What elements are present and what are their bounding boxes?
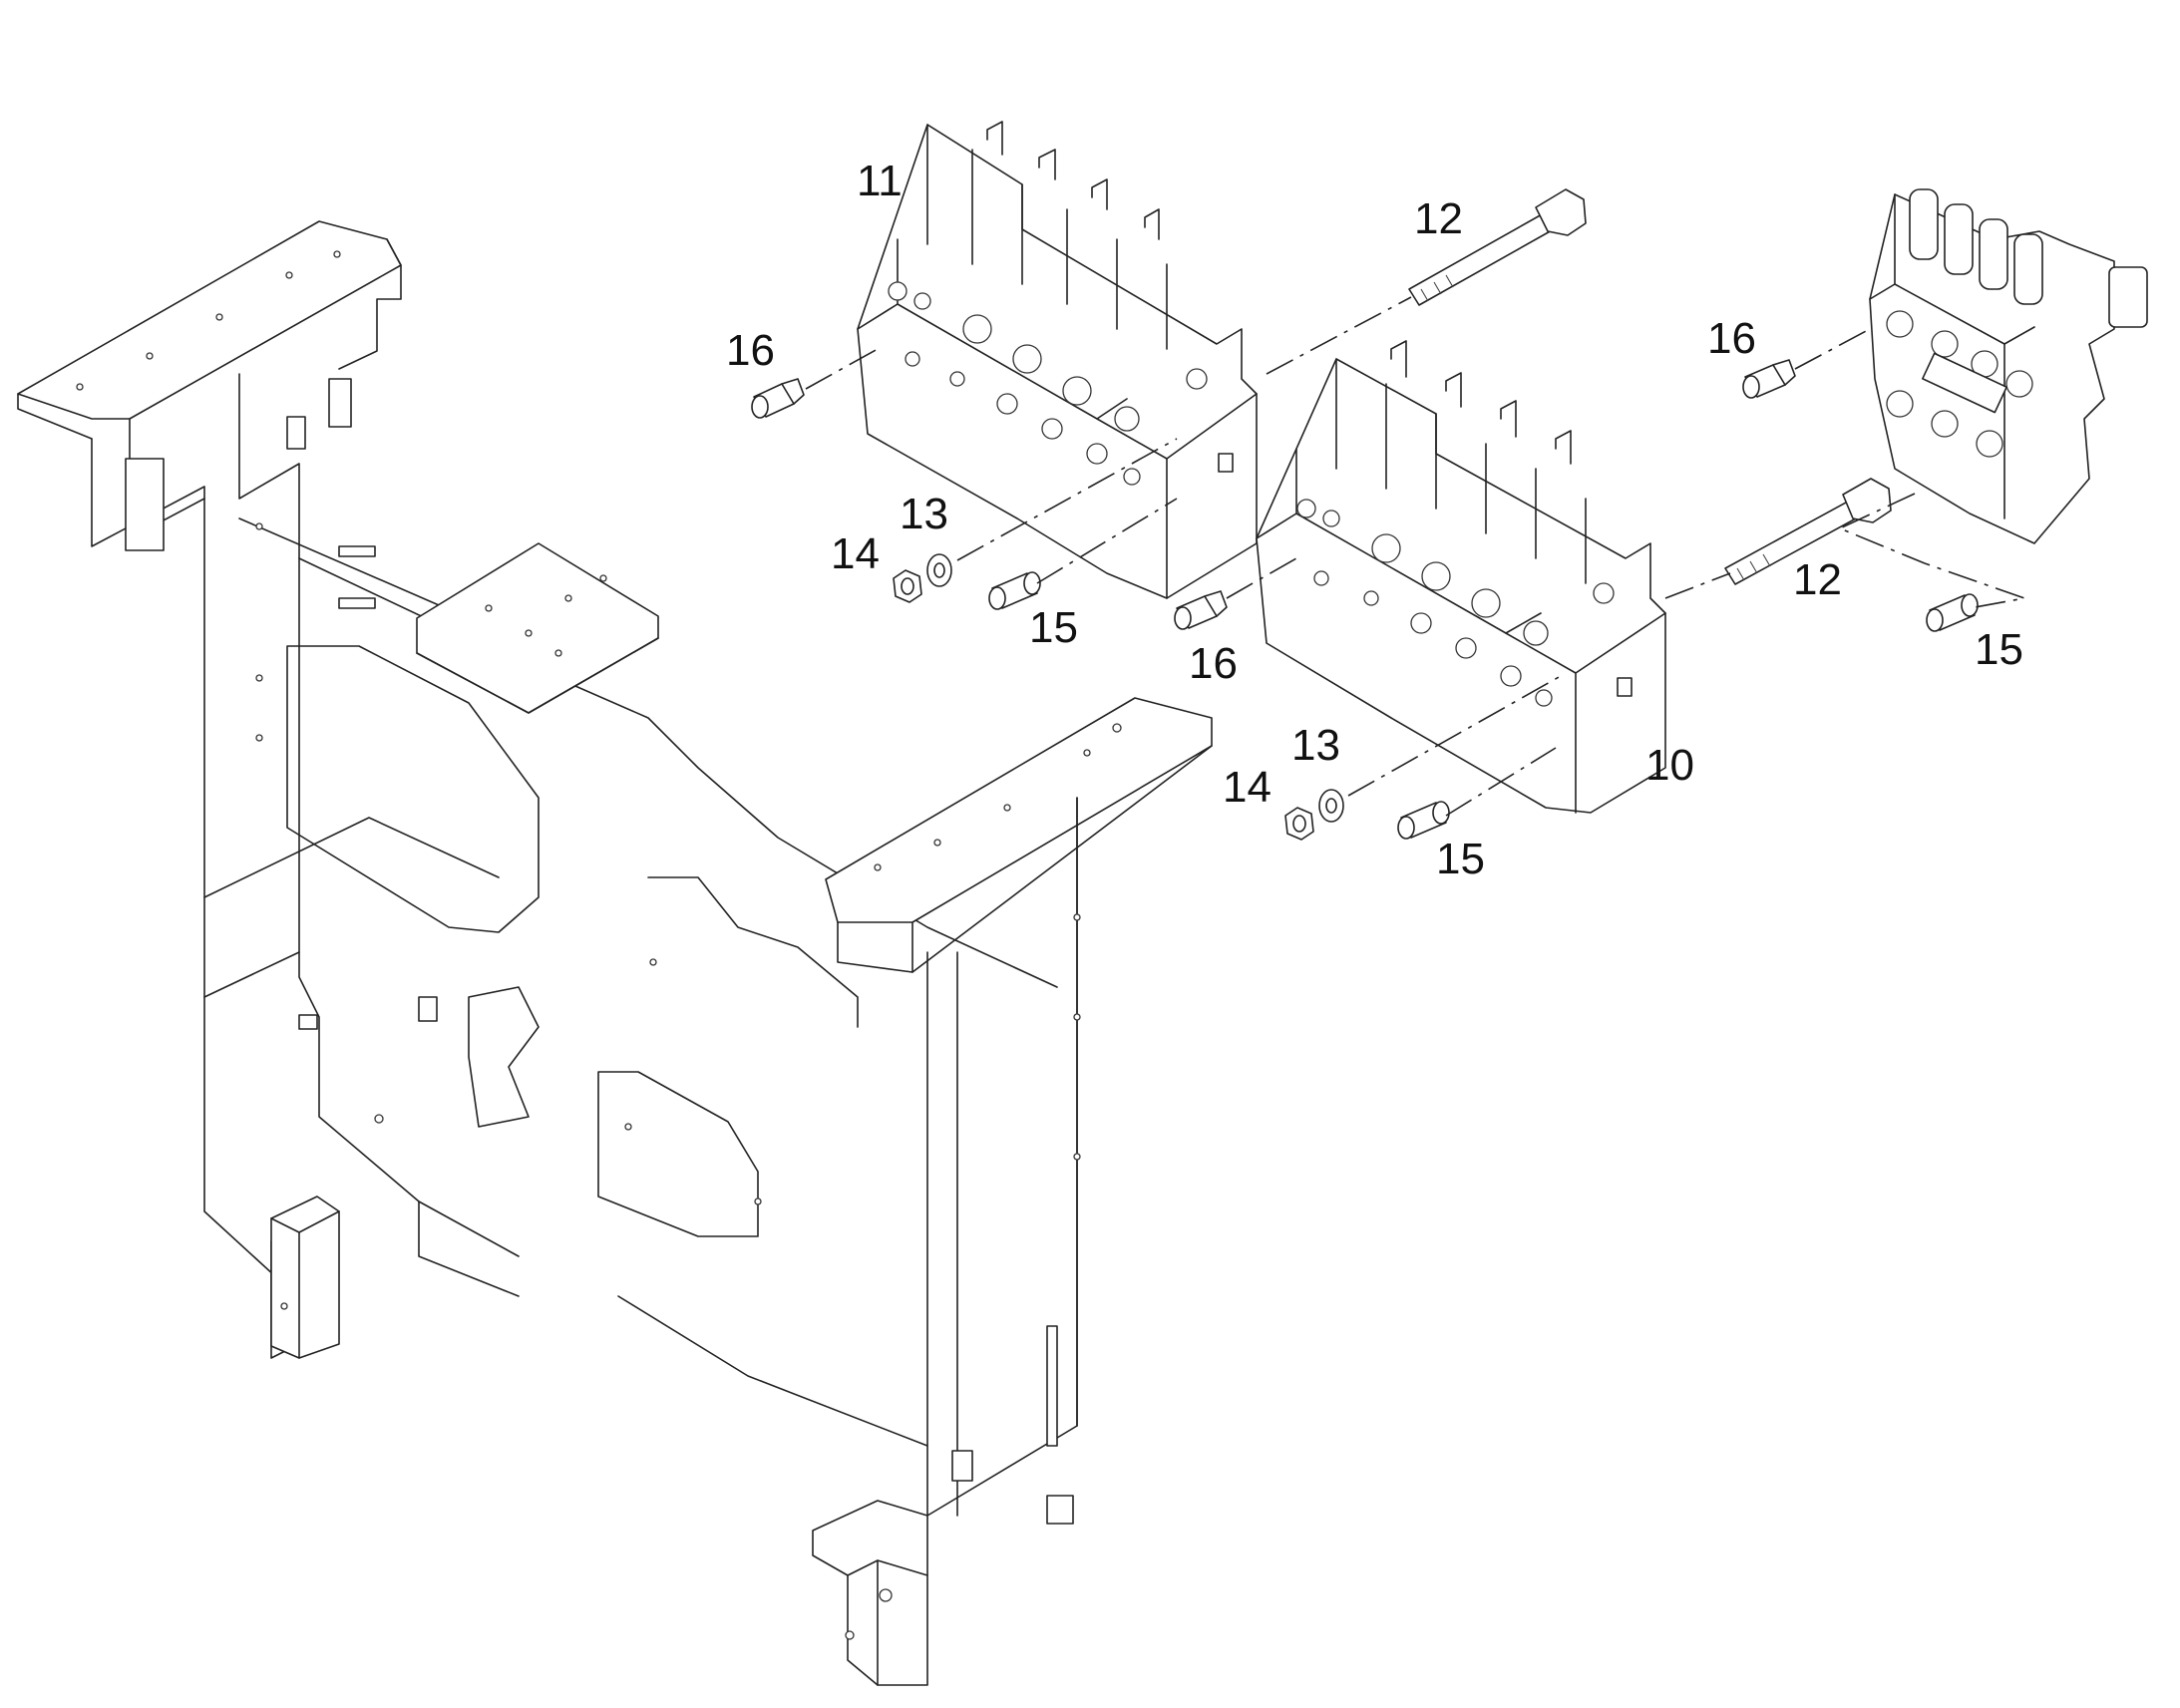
plug-16-a: [751, 378, 805, 419]
plug-16-b: [1174, 590, 1228, 630]
bolt-12-right: [1724, 478, 1892, 585]
bolt-12-top: [1408, 188, 1587, 306]
plug-15-c: [1926, 593, 1979, 632]
washer-13-a: [926, 553, 952, 587]
callout-16-a: 16: [726, 326, 775, 375]
plug-15-a: [988, 571, 1041, 610]
nut-14-b: [1284, 807, 1314, 841]
callout-14-b: 14: [1223, 763, 1272, 812]
callout-14-a: 14: [831, 529, 880, 578]
callout-15-b: 15: [1436, 835, 1485, 883]
frame-holes: [76, 250, 1122, 1640]
valve-block-right-ports: [1886, 310, 2033, 458]
valve-block-right: [1869, 188, 2148, 544]
callout-10: 10: [1645, 741, 1694, 790]
assembly-lines: [805, 296, 2028, 817]
callout-12-top: 12: [1414, 194, 1463, 243]
plug-16-c: [1742, 359, 1796, 399]
callout-15-c: 15: [1975, 625, 2023, 674]
callout-15-a: 15: [1029, 603, 1078, 652]
callout-12-right: 12: [1793, 555, 1842, 604]
callout-16-c: 16: [1707, 314, 1756, 363]
washer-13-b: [1318, 789, 1344, 823]
callout-16-b: 16: [1189, 639, 1238, 688]
nut-14-a: [893, 569, 922, 603]
callout-13-a: 13: [900, 490, 948, 538]
plug-15-b: [1397, 801, 1450, 840]
valve-block-10: [1256, 340, 1666, 814]
valve-block-11: [857, 121, 1258, 599]
callout-11: 11: [857, 157, 903, 205]
frame-assembly: [17, 220, 1213, 1686]
valve-block-11-ports: [888, 281, 1208, 486]
callout-13-b: 13: [1291, 721, 1340, 770]
valve-block-10-ports: [1296, 499, 1615, 707]
